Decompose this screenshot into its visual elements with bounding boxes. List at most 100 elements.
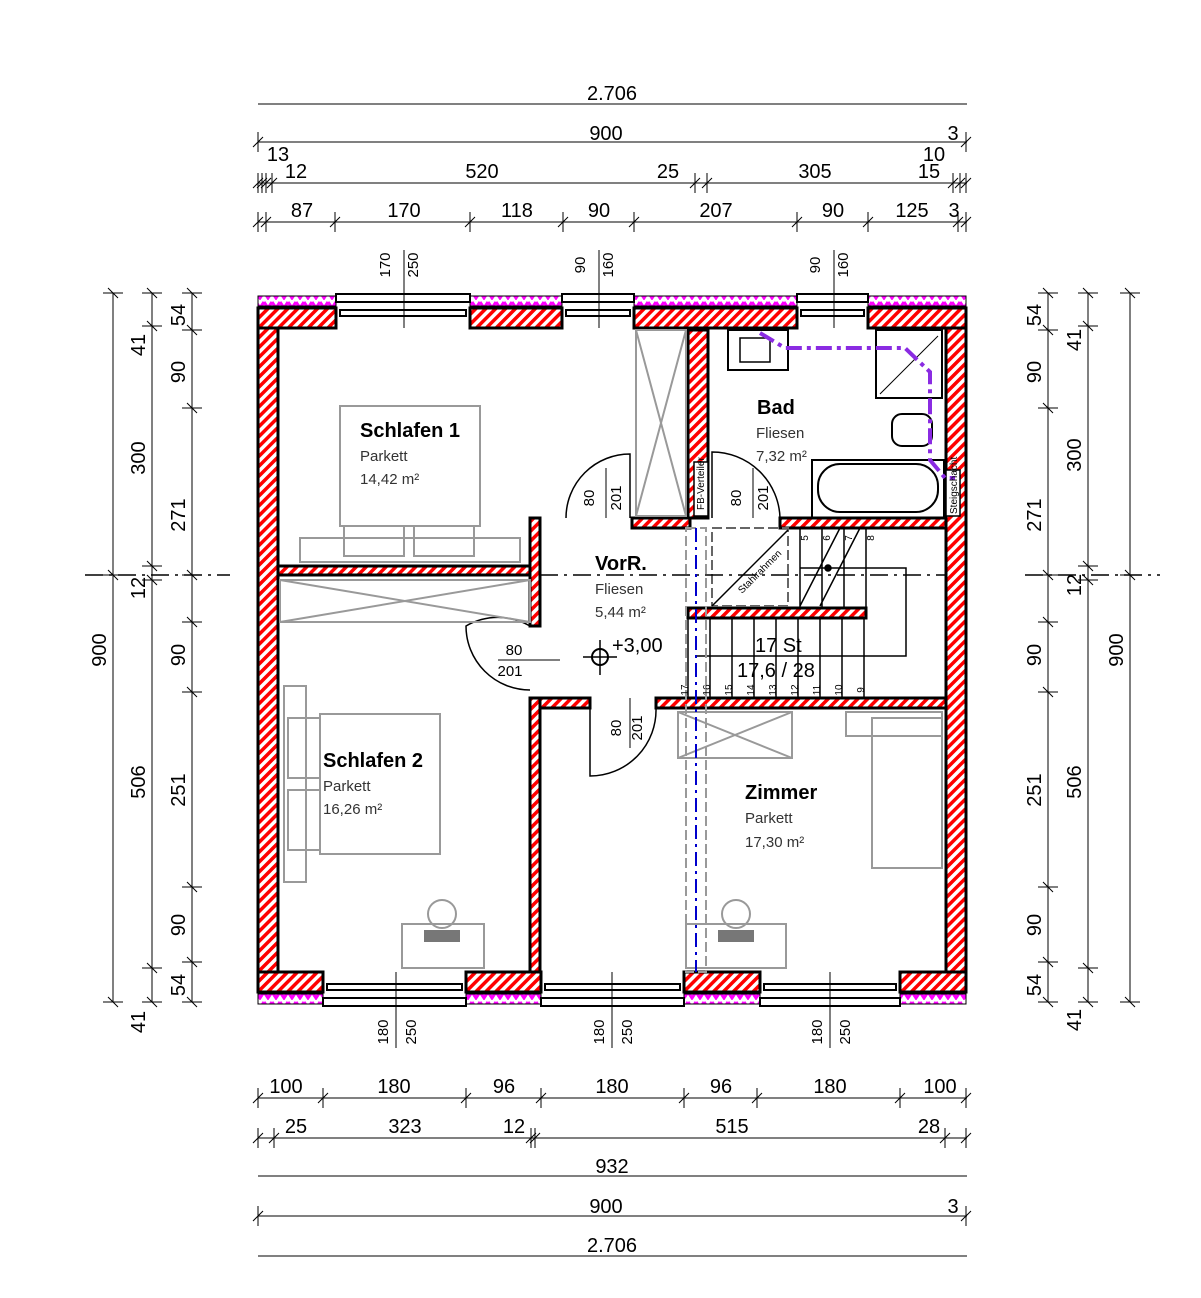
dimension-tick — [142, 287, 162, 299]
room-name: Schlafen 1 — [360, 420, 460, 442]
stair-step-number: 9 — [856, 687, 867, 693]
dimension-tick — [557, 212, 569, 232]
dimension-label: 300 — [128, 441, 150, 474]
dimension-label: 90 — [168, 361, 190, 383]
room-name: VorR. — [595, 553, 647, 575]
room-area: 5,44 m² — [595, 604, 646, 621]
room-zimmer: Zimmer Parkett 17,30 m² — [745, 782, 817, 851]
dimension-tick — [960, 173, 972, 193]
dimension-label: 271 — [168, 498, 190, 531]
dimension-label: 90 — [1024, 361, 1046, 383]
dimension-tick — [1038, 324, 1058, 336]
room-floor: Fliesen — [756, 425, 804, 442]
dimension-tick — [1078, 320, 1098, 332]
dimension-label: 180 — [813, 1076, 846, 1098]
dimension-tick — [252, 132, 264, 152]
dimension-label: 271 — [1024, 498, 1046, 531]
stair-step-number: 8 — [866, 535, 877, 541]
door-width: 80 — [581, 490, 598, 507]
room-floor: Parkett — [360, 448, 408, 465]
dimension-label: 41 — [1064, 1009, 1086, 1031]
room-floor: Parkett — [323, 778, 371, 795]
dimension-tick — [791, 212, 803, 232]
dimension-tick — [525, 1128, 537, 1148]
dimension-label: 506 — [1064, 765, 1086, 798]
dimension-tick — [260, 173, 272, 193]
dimension-label: 54 — [168, 974, 190, 996]
door-width: 80 — [506, 642, 523, 659]
dimension-label: 25 — [285, 1116, 307, 1138]
dimension-tick — [960, 1088, 972, 1108]
dimension-tick — [182, 881, 202, 893]
door-width: 80 — [608, 720, 625, 737]
dimension-tick — [252, 1088, 264, 1108]
dimension-label: 96 — [710, 1076, 732, 1098]
dimension-tick — [1038, 881, 1058, 893]
dimension-tick — [1038, 287, 1058, 299]
room-area: 14,42 m² — [360, 471, 419, 488]
dimension-tick — [252, 173, 264, 193]
window-height: 250 — [837, 1019, 854, 1044]
shaft-label: Steigschacht — [949, 457, 960, 514]
dimension-label: 506 — [128, 765, 150, 798]
dimension-tick — [678, 1088, 690, 1108]
room-name: Schlafen 2 — [323, 750, 423, 772]
dimension-tick — [1078, 962, 1098, 974]
dimension-tick — [1078, 996, 1098, 1008]
stair-count: 17 St — [755, 635, 802, 657]
dimension-label: 10 — [923, 144, 945, 166]
dimension-tick — [182, 956, 202, 968]
dimension-tick — [142, 320, 162, 332]
dimension-tick — [1120, 569, 1140, 581]
room-labels: Schlafen 1 Parkett 14,42 m² Bad Fliesen … — [323, 397, 960, 851]
dimension-label: 305 — [798, 161, 831, 183]
dimension-label: 54 — [1024, 304, 1046, 326]
window-width: 170 — [377, 252, 394, 277]
dimension-tick — [260, 212, 272, 232]
stair-step-number: 10 — [834, 684, 845, 696]
furniture — [279, 329, 961, 969]
stair-step-number: 16 — [702, 684, 713, 696]
door-height: 201 — [755, 485, 772, 510]
dimension-tick — [1120, 996, 1140, 1008]
dimension-label: 90 — [822, 200, 844, 222]
dimension-tick — [862, 212, 874, 232]
dimension-tick — [954, 173, 966, 193]
dimension-label: 2.706 — [587, 83, 637, 105]
dimension-tick — [460, 1088, 472, 1108]
dimension-label: 90 — [168, 914, 190, 936]
dimension-tick — [266, 173, 278, 193]
dimension-tick — [960, 132, 972, 152]
staircase — [687, 527, 907, 698]
window-width: 90 — [572, 257, 589, 274]
dimension-tick — [268, 1128, 280, 1148]
dimension-label: 12 — [503, 1116, 525, 1138]
dimension-label: 41 — [1064, 329, 1086, 351]
dimension-tick — [182, 402, 202, 414]
dimension-label: 25 — [657, 161, 679, 183]
room-name: Zimmer — [745, 782, 817, 804]
dimension-label: 515 — [715, 1116, 748, 1138]
dimension-tick — [751, 1088, 763, 1108]
dimension-label: 54 — [168, 304, 190, 326]
dimension-label: 323 — [388, 1116, 421, 1138]
dimension-tick — [1038, 996, 1058, 1008]
dimension-tick — [535, 1088, 547, 1108]
dimension-tick — [182, 616, 202, 628]
stair-step-number: 12 — [790, 684, 801, 696]
dimension-tick — [1038, 402, 1058, 414]
window-width: 180 — [591, 1019, 608, 1044]
stair-ratio: 17,6 / 28 — [737, 660, 815, 682]
dimension-tick — [960, 1206, 972, 1226]
stair-step-number: 15 — [724, 684, 735, 696]
dimension-tick — [689, 173, 701, 193]
dimension-label: 180 — [595, 1076, 628, 1098]
dimension-tick — [252, 212, 264, 232]
stair-step-number: 17 — [680, 684, 691, 696]
dimension-label: 520 — [465, 161, 498, 183]
dimension-label: 12 — [128, 577, 150, 599]
dimension-tick — [1078, 287, 1098, 299]
dimension-label: 300 — [1064, 438, 1086, 471]
